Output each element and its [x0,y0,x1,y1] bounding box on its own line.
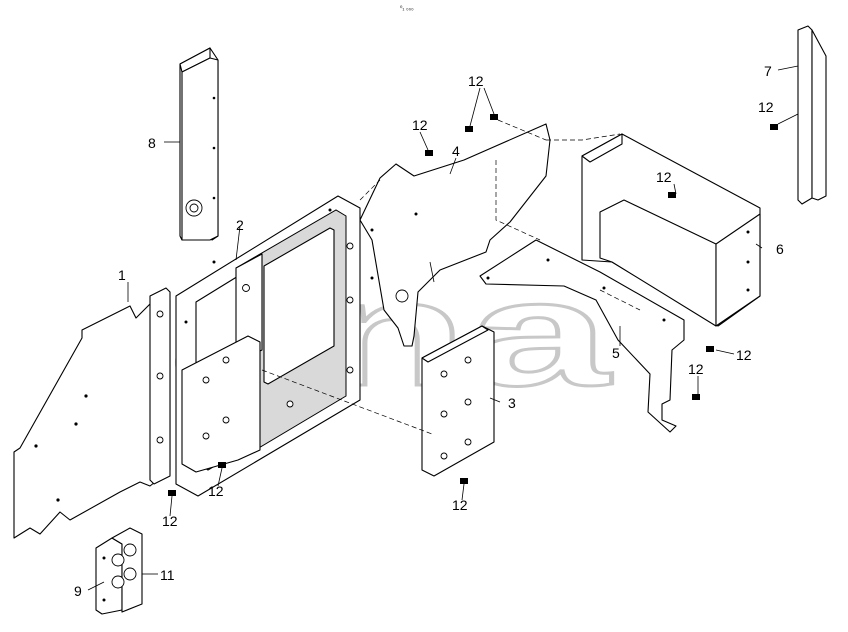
callout-12-f: 12 [688,361,704,377]
part-8-bracket [179,47,219,241]
callout-12-b: 12 [412,117,428,133]
part-5-strip [479,239,685,433]
callout-6: 6 [776,241,784,257]
callout-12-i: 12 [452,497,468,513]
bolts [168,114,778,496]
part-6-box [581,133,761,327]
part-9-11-clamp [95,527,143,615]
callout-12-h: 12 [162,513,178,529]
leader-lines [87,65,799,591]
callout-2: 2 [236,217,244,233]
callout-12-a: 12 [468,73,484,89]
callout-12-c: 12 [758,99,774,115]
callout-1: 1 [118,267,126,283]
callout-labels: 1 2 3 4 5 6 7 8 9 11 12 12 12 12 12 12 1… [74,63,784,599]
callout-11: 11 [160,567,175,583]
callout-12-e: 12 [736,347,752,363]
part-7-rail [797,25,827,205]
callout-9: 9 [74,583,82,599]
part-2-frame [175,195,361,497]
part-4-panel [359,123,551,347]
part-3-plate [421,325,495,477]
callout-4: 4 [452,143,460,159]
callout-3: 3 [508,395,516,411]
callout-12-g: 12 [208,483,224,499]
callout-12-d: 12 [656,169,672,185]
callout-8: 8 [148,135,156,151]
assembly-lines [261,119,641,435]
part-1-plate [13,295,171,539]
callout-7: 7 [764,63,772,79]
callout-5: 5 [612,345,620,361]
header-code: ⁰₁ ₀₀₀ [400,5,414,12]
part-1-bar [149,287,171,485]
